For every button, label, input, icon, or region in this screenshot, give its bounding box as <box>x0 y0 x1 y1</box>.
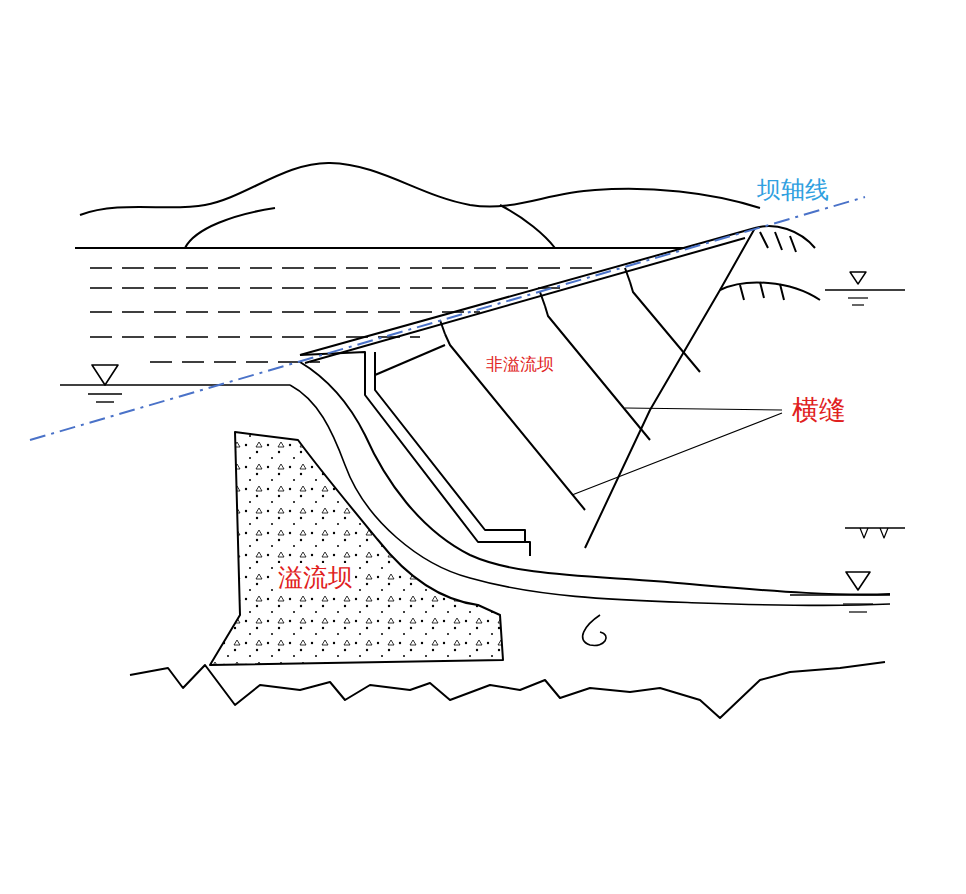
joint-label: 横缝 <box>790 394 848 426</box>
part-label: 非溢流坝 <box>484 354 556 374</box>
part-label: 溢流坝 <box>276 563 355 593</box>
axis-label: 坝轴线 <box>755 176 831 205</box>
